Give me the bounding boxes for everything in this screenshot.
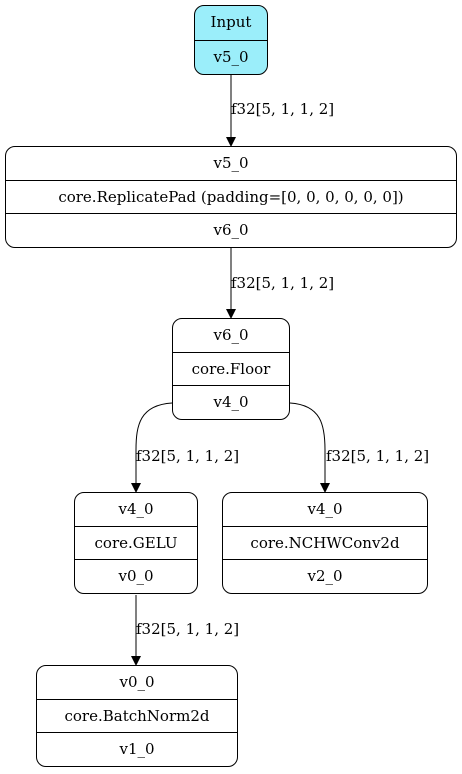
replicate-pad-node[interactable]: v5_0 core.ReplicatePad (padding=[0, 0, 0…: [5, 146, 457, 248]
gelu-input: v4_0: [118, 499, 154, 518]
gelu-output: v0_0: [75, 559, 197, 593]
input-node-output: v5_0: [195, 39, 267, 75]
edge-label-input-to-replicate: f32[5, 1, 1, 2]: [231, 100, 335, 118]
replicate-pad-op: core.ReplicatePad (padding=[0, 0, 0, 0, …: [6, 179, 456, 214]
gelu-op: core.GELU: [75, 525, 197, 560]
replicate-pad-output: v6_0: [6, 213, 456, 247]
gelu-node[interactable]: v4_0 core.GELU v0_0: [74, 492, 198, 594]
edge-floor-to-conv: [289, 402, 330, 493]
replicate-pad-input: v5_0: [213, 153, 249, 172]
conv-op: core.NCHWConv2d: [223, 525, 427, 560]
edge-label-replicate-to-floor: f32[5, 1, 1, 2]: [231, 274, 335, 292]
floor-input: v6_0: [213, 325, 249, 344]
input-node[interactable]: Input v5_0: [194, 5, 268, 75]
conv-input: v4_0: [307, 499, 343, 518]
edge-label-gelu-to-batchnorm: f32[5, 1, 1, 2]: [136, 620, 240, 638]
edge-label-floor-to-conv: f32[5, 1, 1, 2]: [326, 447, 430, 465]
conv-node[interactable]: v4_0 core.NCHWConv2d v2_0: [222, 492, 428, 594]
edge-floor-to-gelu: [131, 402, 173, 493]
floor-op: core.Floor: [173, 351, 289, 386]
batchnorm-node[interactable]: v0_0 core.BatchNorm2d v1_0: [36, 665, 238, 767]
edge-label-floor-to-gelu: f32[5, 1, 1, 2]: [136, 447, 240, 465]
conv-output: v2_0: [223, 559, 427, 593]
input-node-title: Input: [210, 13, 252, 32]
floor-output: v4_0: [173, 385, 289, 419]
batchnorm-op: core.BatchNorm2d: [37, 698, 237, 733]
floor-node[interactable]: v6_0 core.Floor v4_0: [172, 318, 290, 420]
batchnorm-input: v0_0: [119, 672, 155, 691]
batchnorm-output: v1_0: [37, 732, 237, 766]
